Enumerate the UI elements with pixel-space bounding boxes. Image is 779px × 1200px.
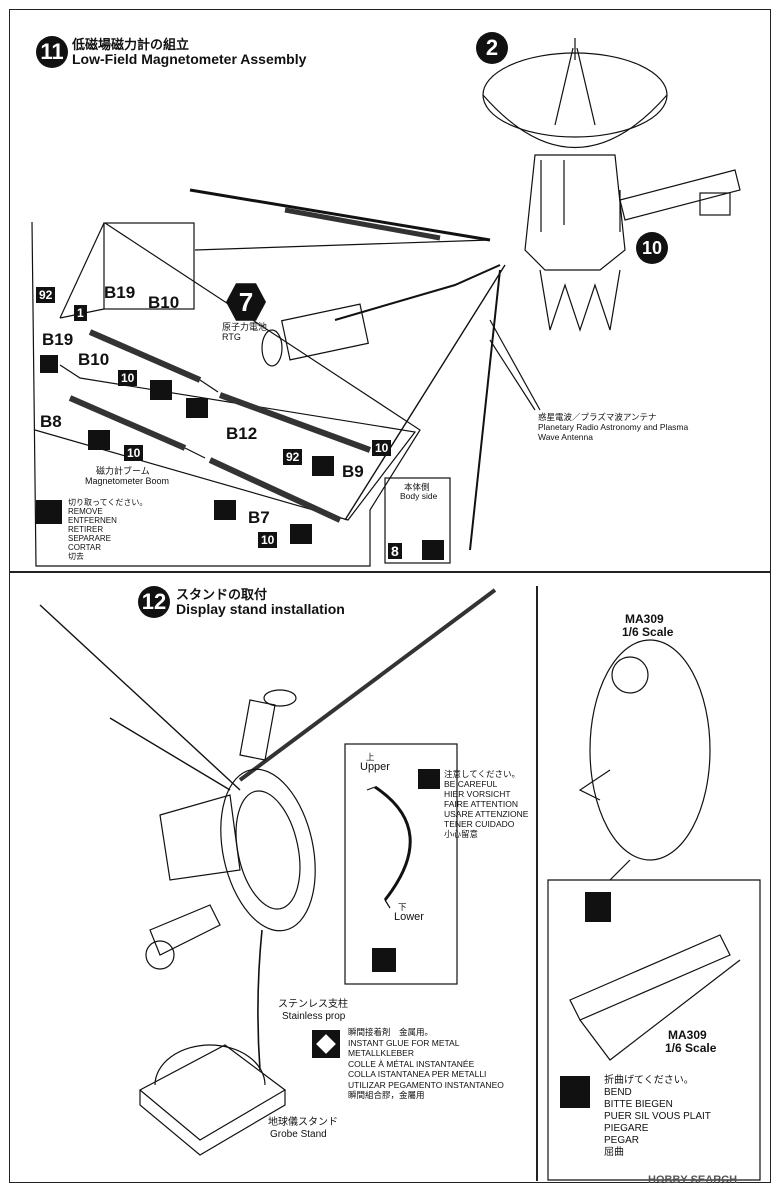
remove-icon: [290, 524, 312, 544]
bend-icon: [585, 892, 611, 922]
prop-upper-en: Upper: [360, 761, 390, 773]
rtg-label-en: RTG: [222, 332, 241, 342]
body-side-en: Body side: [400, 491, 438, 501]
step-11-title-en: Low-Field Magnetometer Assembly: [72, 51, 307, 67]
part-10-c: 10: [372, 440, 392, 456]
careful-icon: [418, 769, 440, 789]
prop-lower-en: Lower: [394, 911, 424, 923]
remove-icon: [214, 500, 236, 520]
step-11-badge: 11: [36, 36, 68, 68]
part-10-b: 10: [124, 445, 144, 461]
part-10-a: 10: [118, 370, 138, 386]
boom-label-jp: 磁力計ブーム: [96, 466, 150, 476]
divider-vertical: [536, 586, 538, 1181]
ma309-top-scale: 1/6 Scale: [622, 625, 674, 639]
part-92-a: 92: [36, 287, 56, 303]
stainless-en: Stainless prop: [282, 1011, 346, 1022]
ma309-top-code: MA309: [625, 612, 664, 626]
remove-icon: [88, 430, 110, 450]
part-b8: B8: [40, 412, 62, 431]
antenna-label-jp: 惑星電波／プラズマ波アンテナ: [538, 412, 657, 422]
part-b19: B19: [42, 330, 74, 349]
part-b10: B10: [78, 350, 110, 369]
ma309-bottom-scale: 1/6 Scale: [665, 1041, 717, 1055]
part-b19-magnified: B19: [104, 283, 136, 302]
glue-icon: [422, 540, 444, 560]
globe-stand-en: Grobe Stand: [270, 1129, 327, 1140]
remove-legend-icon: [36, 500, 62, 524]
glue-metal-icon: [312, 1030, 340, 1058]
step-12-title-en: Display stand installation: [176, 601, 345, 617]
cut-icon: [40, 355, 58, 373]
part-92-b: 92: [283, 449, 303, 465]
watermark: HOBBY SEARCH: [648, 1174, 738, 1186]
step-12-title-jp: スタンドの取付: [176, 587, 268, 602]
remove-icon: [312, 456, 334, 476]
part-b9: B9: [342, 462, 364, 481]
boom-label-en: Magnetometer Boom: [85, 476, 170, 486]
bend-legend-icon: [560, 1076, 590, 1108]
prop-lower-jp: 下: [398, 902, 407, 912]
rtg-label-jp: 原子力電池: [222, 322, 268, 332]
glue-icon: [372, 948, 396, 972]
antenna-label-en1: Planetary Radio Astronomy and Plasma: [538, 422, 689, 432]
antenna-label-en2: Wave Antenna: [538, 432, 593, 442]
step-2-badge: 2: [476, 32, 508, 64]
part-1: 1: [74, 305, 87, 321]
step-11-title-jp: 低磁場磁力計の組立: [72, 37, 190, 52]
prop-upper-jp: 上: [366, 752, 375, 762]
ma309-bottom-code: MA309: [668, 1028, 707, 1042]
step-12-badge: 12: [138, 586, 170, 618]
step12-frame: [9, 571, 771, 1183]
globe-stand-jp: 地球儀スタンド: [268, 1117, 338, 1128]
part-8: 8: [388, 543, 402, 559]
part-b7: B7: [248, 508, 270, 527]
part-b10-magnified: B10: [148, 293, 180, 312]
body-side-jp: 本体側: [404, 482, 430, 492]
step-10-badge: 10: [636, 232, 668, 264]
remove-icon: [150, 380, 172, 400]
part-10-d: 10: [258, 532, 278, 548]
stainless-jp: ステンレス支柱: [278, 999, 348, 1010]
step11-frame: [9, 9, 771, 573]
part-b12: B12: [226, 424, 258, 443]
remove-icon: [186, 398, 208, 418]
